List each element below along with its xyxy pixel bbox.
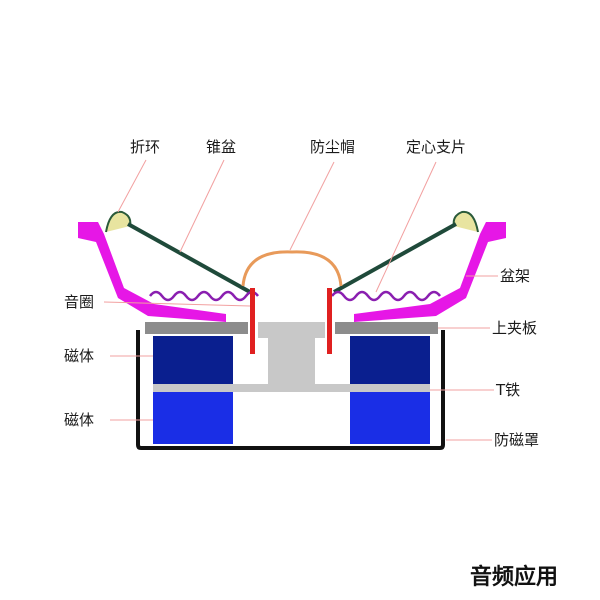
voice-coil-left [250, 288, 255, 354]
label-voice-coil: 音圈 [64, 293, 94, 311]
leader-cone [179, 159, 225, 253]
label-surround: 折环 [130, 138, 160, 156]
surround-right [452, 210, 479, 233]
cone-right [333, 222, 457, 294]
cone-left [127, 222, 251, 294]
label-dust-cap: 防尘帽 [310, 138, 355, 156]
leader-voice-coil [103, 301, 251, 307]
dust-cap [241, 250, 343, 287]
label-top-plate: 上夹板 [492, 319, 537, 337]
watermark-text: 音频应用 [470, 564, 558, 590]
label-t-iron: T铁 [495, 381, 520, 399]
leader-dust-cap [289, 161, 335, 251]
leader-spider [375, 161, 437, 293]
label-basket: 盆架 [500, 267, 530, 285]
surround-left [105, 210, 132, 233]
leader-lines [103, 159, 498, 441]
magnet-upper-right [350, 336, 430, 384]
label-magnet-upper: 磁体 [64, 347, 94, 365]
basket-right [354, 222, 506, 322]
magnet-lower-right [350, 392, 430, 444]
spider-left [149, 290, 259, 302]
magnet-lower-left [153, 392, 233, 444]
basket-left [78, 222, 226, 322]
top-plate-right [335, 322, 438, 334]
magnet-upper-left [153, 336, 233, 384]
spider-right [331, 290, 441, 302]
top-plate-left [145, 322, 248, 334]
leader-surround [117, 159, 147, 213]
label-cone: 锥盆 [206, 138, 236, 156]
t-iron [153, 322, 430, 392]
label-shield-cup: 防磁罩 [494, 431, 539, 449]
label-magnet-lower: 磁体 [64, 411, 94, 429]
shield-cup [136, 330, 445, 450]
label-spider: 定心支片 [406, 138, 466, 156]
voice-coil-right [327, 288, 332, 354]
